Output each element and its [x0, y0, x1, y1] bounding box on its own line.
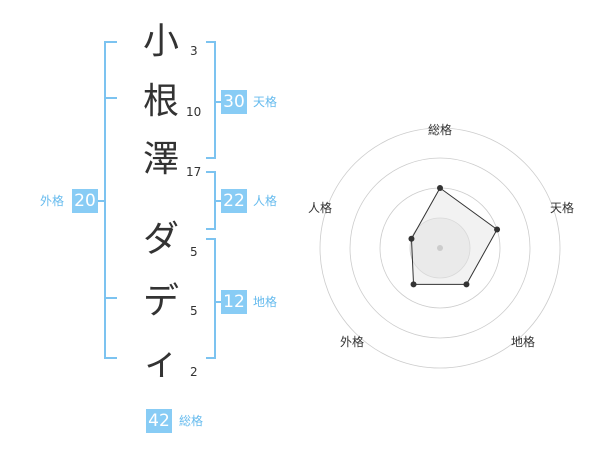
name-char-1: 小	[143, 21, 180, 62]
chikaku-label: 地格	[253, 295, 278, 309]
radar-axis-label-soukaku: 総格	[428, 123, 453, 137]
stroke-count-6: 2	[190, 365, 198, 379]
radar-center-dot	[437, 245, 443, 251]
radar-point-4	[410, 281, 417, 288]
stroke-count-2: 10	[186, 105, 202, 119]
radar-axis-label-gaikaku: 外格	[340, 335, 365, 349]
radar-ring-3	[349, 157, 531, 339]
chikaku-bracket	[206, 238, 216, 359]
name-char-3: 澤	[143, 139, 180, 180]
name-char-4: ダ	[143, 219, 180, 260]
radar-point-1	[437, 185, 443, 191]
radar-axis-label-chikaku: 地格	[511, 335, 536, 349]
stroke-count-5: 5	[190, 304, 198, 318]
stroke-count-4: 5	[190, 245, 198, 259]
jinkaku-value-badge: 22	[221, 189, 247, 213]
radar-point-2	[494, 226, 501, 233]
tenkaku-label: 天格	[253, 95, 278, 109]
name-char-5: デ	[143, 281, 180, 322]
radar-point-3	[463, 281, 470, 288]
tenkaku-bracket	[206, 41, 216, 159]
stroke-count-3: 17	[186, 165, 202, 179]
gaikaku-label: 外格	[40, 194, 65, 208]
radar-axis-label-tenkaku: 天格	[550, 201, 575, 215]
name-char-2: 根	[143, 81, 180, 122]
radar-axis-label-jinkaku: 人格	[308, 201, 333, 215]
soukaku-value-badge: 42	[146, 409, 172, 433]
gaikaku-value-badge: 20	[72, 189, 98, 213]
chikaku-value-badge: 12	[221, 290, 247, 314]
jinkaku-label: 人格	[253, 194, 278, 208]
tenkaku-value-badge: 30	[221, 90, 247, 114]
radar-ring-4	[319, 127, 561, 369]
soukaku-label: 総格	[179, 414, 204, 428]
name-char-6: ィ	[143, 342, 180, 383]
radar-point-5	[408, 235, 415, 242]
radar-series-shape	[410, 187, 498, 285]
stroke-count-1: 3	[190, 44, 198, 58]
